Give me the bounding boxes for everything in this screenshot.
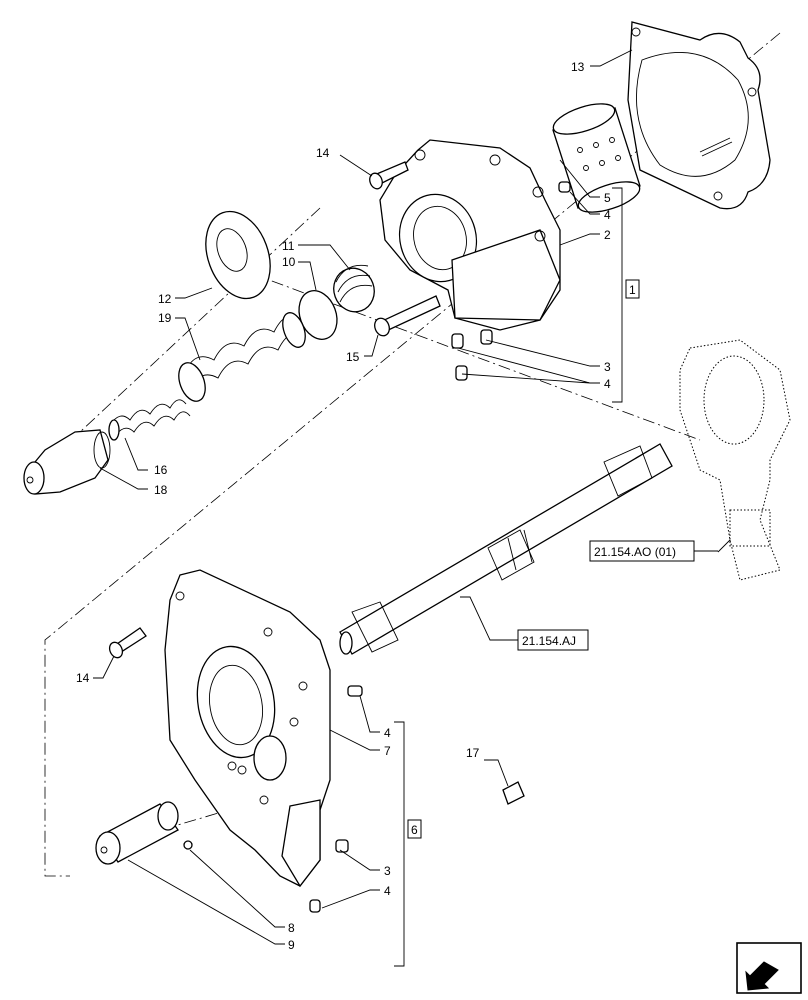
cap-screw-bottom xyxy=(108,627,147,659)
callout-11: 11 xyxy=(282,239,295,253)
plug-screw xyxy=(502,781,525,805)
reference-ao[interactable]: 21.154.AO (01) xyxy=(589,540,718,562)
cap-screw-top xyxy=(369,161,409,190)
callout-2: 2 xyxy=(604,228,611,242)
reference-ao-text: 21.154.AO (01) xyxy=(594,545,676,559)
pivot-shaft xyxy=(95,801,193,865)
callout-19: 19 xyxy=(158,311,172,325)
callout-7: 7 xyxy=(384,744,391,758)
reference-aj-text: 21.154.AJ xyxy=(522,634,576,648)
reference-aj[interactable]: 21.154.AJ xyxy=(517,629,589,651)
gasket xyxy=(627,21,771,210)
callout-5: 5 xyxy=(604,191,611,205)
callout-17: 17 xyxy=(466,746,480,760)
callout-12: 12 xyxy=(158,292,172,306)
large-spring-19 xyxy=(178,312,306,402)
cap-screw-15 xyxy=(374,295,441,337)
group-bracket-6: 6 xyxy=(394,721,422,967)
shaft xyxy=(339,443,673,655)
back-arrow-icon[interactable] xyxy=(736,942,802,994)
callout-18: 18 xyxy=(154,483,168,497)
callout-10: 10 xyxy=(282,255,296,269)
callout-4-d: 4 xyxy=(384,884,391,898)
valve-plug xyxy=(23,429,111,495)
callout-8: 8 xyxy=(288,921,295,935)
cover-plate xyxy=(164,569,331,888)
leader-lines xyxy=(93,49,731,945)
callout-14-bottom: 14 xyxy=(76,671,90,685)
seal-ring xyxy=(205,210,271,300)
group-bracket-1: 1 xyxy=(612,187,640,403)
group-label-1: 1 xyxy=(629,283,636,297)
callout-13: 13 xyxy=(571,60,585,74)
callout-4-c: 4 xyxy=(384,726,391,740)
dowel-pins-bottom xyxy=(309,685,363,913)
callout-15: 15 xyxy=(346,350,360,364)
small-spring-11 xyxy=(333,264,375,313)
callout-3-a: 3 xyxy=(604,360,611,374)
callout-16: 16 xyxy=(154,463,168,477)
callout-9: 9 xyxy=(288,938,295,952)
callout-numbers: 13 14 5 4 2 11 10 12 19 15 3 4 16 18 14 … xyxy=(76,60,611,952)
callout-4-a: 4 xyxy=(604,208,611,222)
sleeve xyxy=(552,103,641,213)
valve-housing xyxy=(379,139,561,331)
callout-3-b: 3 xyxy=(384,864,391,878)
callout-4-b: 4 xyxy=(604,377,611,391)
shift-fork xyxy=(679,339,791,581)
group-label-6: 6 xyxy=(411,823,418,837)
small-spring-16 xyxy=(108,399,191,441)
callout-14-top: 14 xyxy=(316,146,330,160)
